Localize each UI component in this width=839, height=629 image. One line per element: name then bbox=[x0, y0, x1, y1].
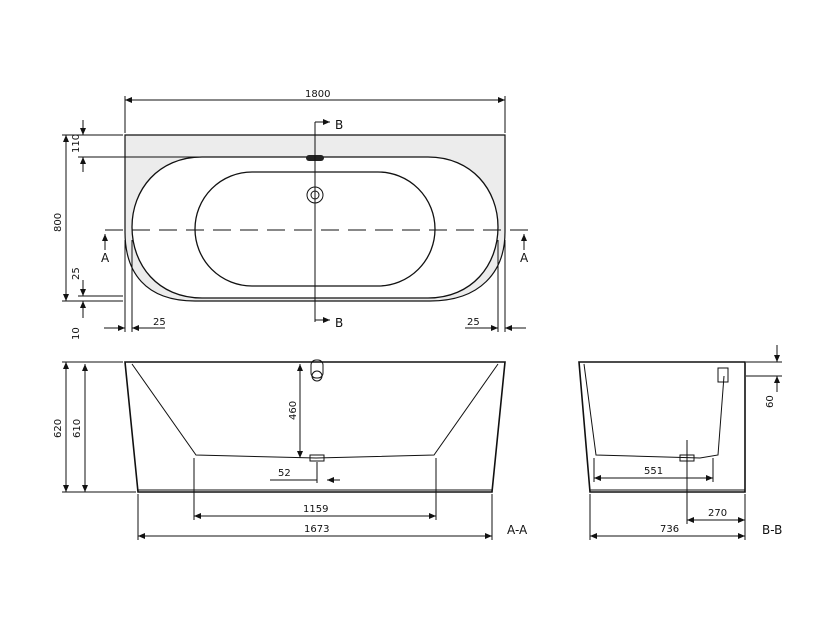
section-bb-view: 60 551 270 736 B-B bbox=[578, 345, 782, 540]
dim-rim-height-label: 60 bbox=[765, 395, 776, 408]
dim-rim-side-right-label: 25 bbox=[467, 317, 480, 328]
dim-rim-front-label: 25 bbox=[71, 267, 82, 280]
dim-bb-drain-offset-label: 270 bbox=[708, 508, 727, 519]
overflow-aa-icon bbox=[310, 359, 324, 379]
section-bb-name: B-B bbox=[762, 523, 782, 537]
tub-section-aa bbox=[124, 361, 506, 493]
tub-section-aa-inner bbox=[131, 363, 499, 459]
tub-section-bb bbox=[578, 361, 746, 493]
section-b-top-label: B bbox=[335, 118, 343, 132]
dim-width-label: 1800 bbox=[305, 89, 330, 100]
drain-aa-icon bbox=[309, 454, 325, 462]
section-aa-view: 620 610 460 52 1159 1673 A-A bbox=[53, 359, 528, 540]
overflow-bb-icon bbox=[717, 367, 729, 383]
dim-total-height-label: 620 bbox=[53, 419, 64, 438]
dim-bb-bottom-width-label: 551 bbox=[644, 466, 663, 477]
dim-bb-base-width-label: 736 bbox=[660, 524, 679, 535]
dim-base-width-label: 1673 bbox=[304, 524, 329, 535]
top-view: B B A A 1800 800 110 25 10 25 bbox=[53, 89, 529, 340]
section-b-bottom-label: B bbox=[335, 316, 343, 330]
dim-rim-side-left-label: 25 bbox=[153, 317, 166, 328]
dim-depth-label: 800 bbox=[53, 213, 64, 232]
dim-drain-offset-label: 52 bbox=[278, 468, 291, 479]
dim-drain-depth-label: 460 bbox=[288, 401, 299, 420]
tub-section-bb-inner bbox=[583, 363, 725, 459]
dim-bottom-width-label: 1159 bbox=[303, 504, 328, 515]
dim-rim-back-label: 110 bbox=[71, 134, 82, 153]
section-a-right-label: A bbox=[520, 251, 529, 265]
dim-gap-label: 10 bbox=[71, 327, 82, 340]
section-a-left-label: A bbox=[101, 251, 110, 265]
dim-inner-height-label: 610 bbox=[72, 419, 83, 438]
section-aa-name: A-A bbox=[507, 523, 528, 537]
